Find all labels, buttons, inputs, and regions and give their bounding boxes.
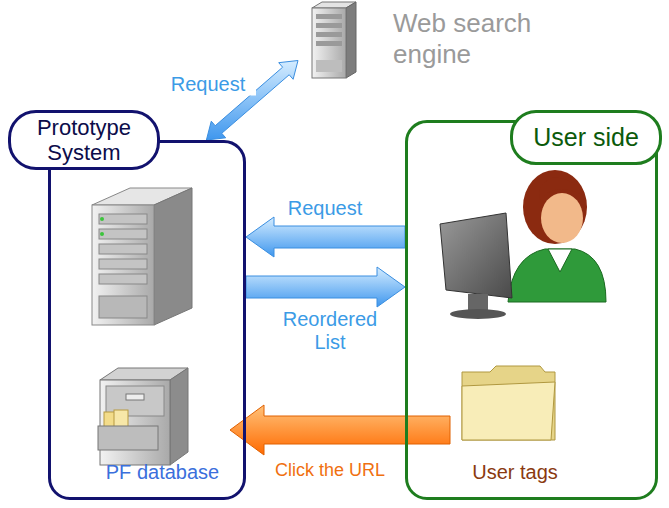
- user-face: [541, 193, 583, 243]
- system-container: Prototype SystemPF database: [48, 140, 246, 500]
- user-body: [508, 249, 606, 302]
- user-icon: [440, 170, 606, 319]
- title-tab: User side: [510, 110, 662, 165]
- open-drawer: [98, 426, 158, 450]
- group-title: User side: [533, 123, 639, 152]
- server-bay: [99, 259, 147, 269]
- server-bay: [316, 23, 342, 28]
- node-label: PF database: [106, 461, 219, 484]
- server-side: [346, 2, 356, 78]
- folder-front: [462, 382, 555, 440]
- server-bay: [99, 229, 147, 239]
- tags-node: User tags: [450, 365, 580, 486]
- cabinet-front: [100, 380, 170, 465]
- arrow-label: Reordered List: [271, 308, 389, 354]
- drawer-label: [126, 394, 144, 400]
- system-server-icon: [92, 188, 192, 325]
- arrow-label: Request: [277, 197, 373, 220]
- user-container: User sideUser tags: [405, 120, 658, 500]
- web-server-icon: [312, 2, 356, 78]
- block-arrow: [230, 405, 450, 455]
- cabinet-icon: [98, 368, 188, 465]
- folder-paper: [114, 410, 128, 428]
- arrow-label: Request: [160, 73, 256, 96]
- web-engine-node: Web search engine: [298, 2, 563, 80]
- server-bay: [99, 244, 147, 254]
- title-tab: Prototype System: [8, 110, 160, 170]
- arrow-label: Click the URL: [262, 460, 398, 481]
- server-bay: [99, 274, 147, 284]
- monitor-base: [450, 309, 506, 319]
- server-bay: [316, 32, 342, 37]
- server-front: [92, 205, 154, 325]
- server-bay: [99, 214, 147, 224]
- server-bay: [316, 14, 342, 19]
- database-node: PF database: [95, 360, 230, 486]
- node-label: User tags: [472, 461, 558, 484]
- user-hair: [523, 170, 587, 244]
- folder-icon: [462, 366, 555, 440]
- user-collar: [548, 249, 572, 272]
- server-led: [100, 232, 104, 236]
- folder-back: [462, 366, 555, 440]
- node-label: Web search engine: [393, 8, 548, 69]
- user-fringe: [539, 178, 584, 200]
- server-vent: [316, 60, 342, 72]
- block-arrow: [246, 217, 405, 257]
- block-arrow: [246, 267, 405, 307]
- monitor: [440, 213, 512, 298]
- server-bay: [316, 41, 342, 46]
- cabinet-side: [170, 368, 188, 465]
- server-front: [312, 8, 346, 78]
- server-side: [154, 188, 192, 325]
- server-led: [100, 217, 104, 221]
- group-title: Prototype System: [19, 115, 149, 166]
- server-vent: [99, 296, 147, 318]
